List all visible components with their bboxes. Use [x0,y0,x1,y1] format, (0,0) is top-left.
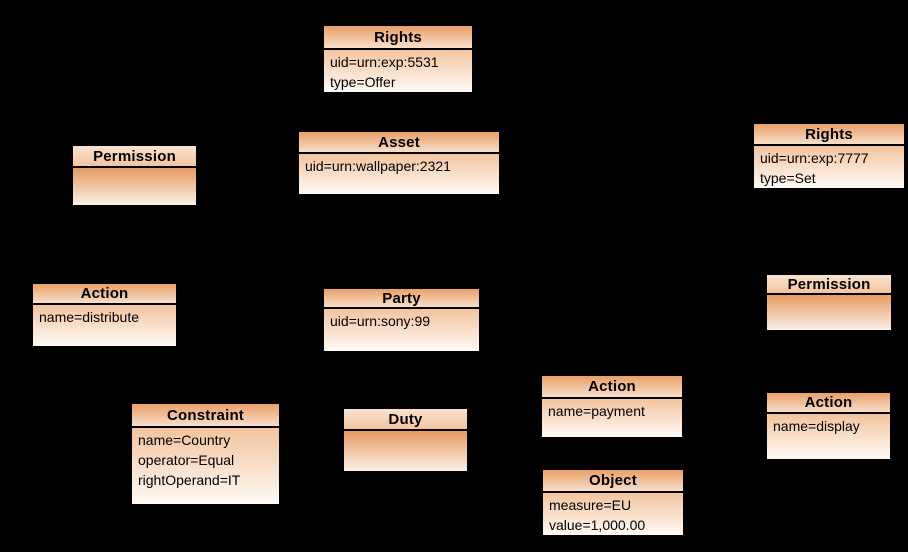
node-rights-offer[interactable]: Rights uid=urn:exp:5531 type=Offer [323,25,473,92]
node-attributes: name=payment [542,399,682,437]
attribute-line: uid=urn:sony:99 [330,313,431,329]
node-party-sony[interactable]: Party uid=urn:sony:99 [323,288,480,352]
node-duty[interactable]: Duty [343,408,468,472]
node-attributes: measure=EU value=1,000.00 [543,493,683,535]
node-rights-set[interactable]: Rights uid=urn:exp:7777 type=Set [753,123,905,188]
node-asset[interactable]: Asset uid=urn:wallpaper:2321 [298,131,500,195]
attribute-line: name=display [773,418,860,434]
attribute-line: name=Country [138,432,231,448]
attribute-line: operator=Equal [138,452,235,468]
node-permission-right[interactable]: Permission [766,274,892,331]
node-title: Action [542,376,682,399]
node-title: Action [33,284,176,305]
node-title: Action [767,393,890,414]
node-title: Object [543,470,683,493]
node-attributes: name=display [767,414,890,459]
node-title: Duty [344,409,467,431]
node-attributes: name=Country operator=Equal rightOperand=I… [132,428,279,504]
node-attributes [73,168,196,205]
attribute-line: name=payment [548,403,645,419]
node-attributes [344,431,467,471]
node-attributes: uid=urn:exp:5531 type=Offer [324,50,472,92]
node-action-distribute[interactable]: Action name=distribute [32,283,177,347]
attribute-line: value=1,000.00 [549,517,646,533]
node-title: Asset [299,132,499,154]
node-attributes [767,295,891,330]
attribute-line: rightOperand=IT [138,472,241,488]
attribute-line: uid=urn:exp:5531 [330,54,439,70]
node-permission-left[interactable]: Permission [72,145,197,206]
attribute-line: type=Offer [330,74,396,90]
node-title: Permission [73,146,196,168]
node-attributes: uid=urn:wallpaper:2321 [299,154,499,194]
node-object-payment[interactable]: Object measure=EU value=1,000.00 [542,469,684,536]
node-attributes: name=distribute [33,305,176,346]
node-constraint[interactable]: Constraint name=Country operator=Equal righ… [131,403,280,505]
node-title: Rights [754,124,904,146]
node-action-payment[interactable]: Action name=payment [541,375,683,438]
node-attributes: uid=urn:exp:7777 type=Set [754,146,904,188]
node-attributes: uid=urn:sony:99 [324,309,479,351]
attribute-line: name=distribute [39,309,140,325]
node-title: Rights [324,26,472,50]
attribute-line: uid=urn:exp:7777 [760,150,869,166]
node-action-display[interactable]: Action name=display [766,392,891,460]
attribute-line: measure=EU [549,497,632,513]
node-title: Party [324,289,479,309]
attribute-line: uid=urn:wallpaper:2321 [305,158,451,174]
node-title: Constraint [132,404,279,428]
node-title: Permission [767,275,891,295]
attribute-line: type=Set [760,170,816,186]
